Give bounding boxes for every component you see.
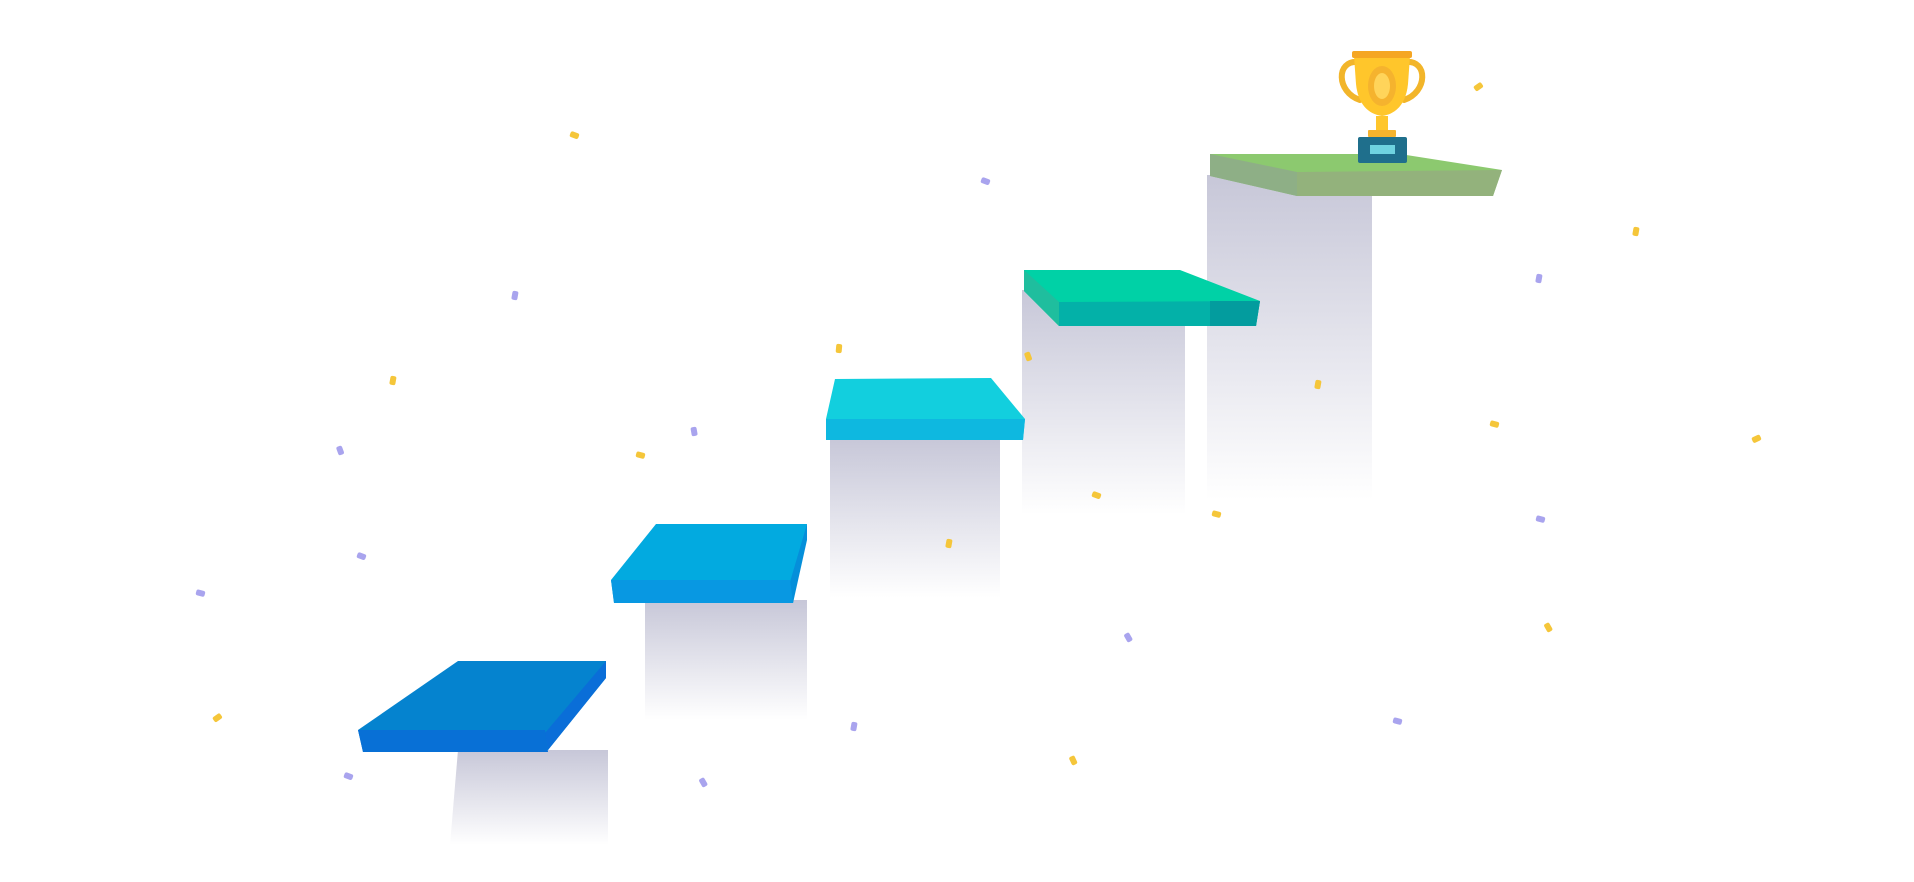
step-5 [1210, 154, 1502, 196]
step-1 [358, 661, 606, 752]
pillar-1 [450, 750, 608, 845]
trophy-icon [1338, 51, 1426, 163]
step-2 [611, 524, 807, 603]
pillar-4 [1022, 290, 1185, 515]
pillar-shadows [450, 175, 1372, 845]
pillar-2 [645, 600, 807, 720]
pillar-3 [830, 438, 1000, 598]
confetti [195, 82, 1762, 788]
pillar-5 [1207, 175, 1372, 500]
step-4 [1024, 270, 1260, 326]
step-3 [826, 378, 1025, 440]
